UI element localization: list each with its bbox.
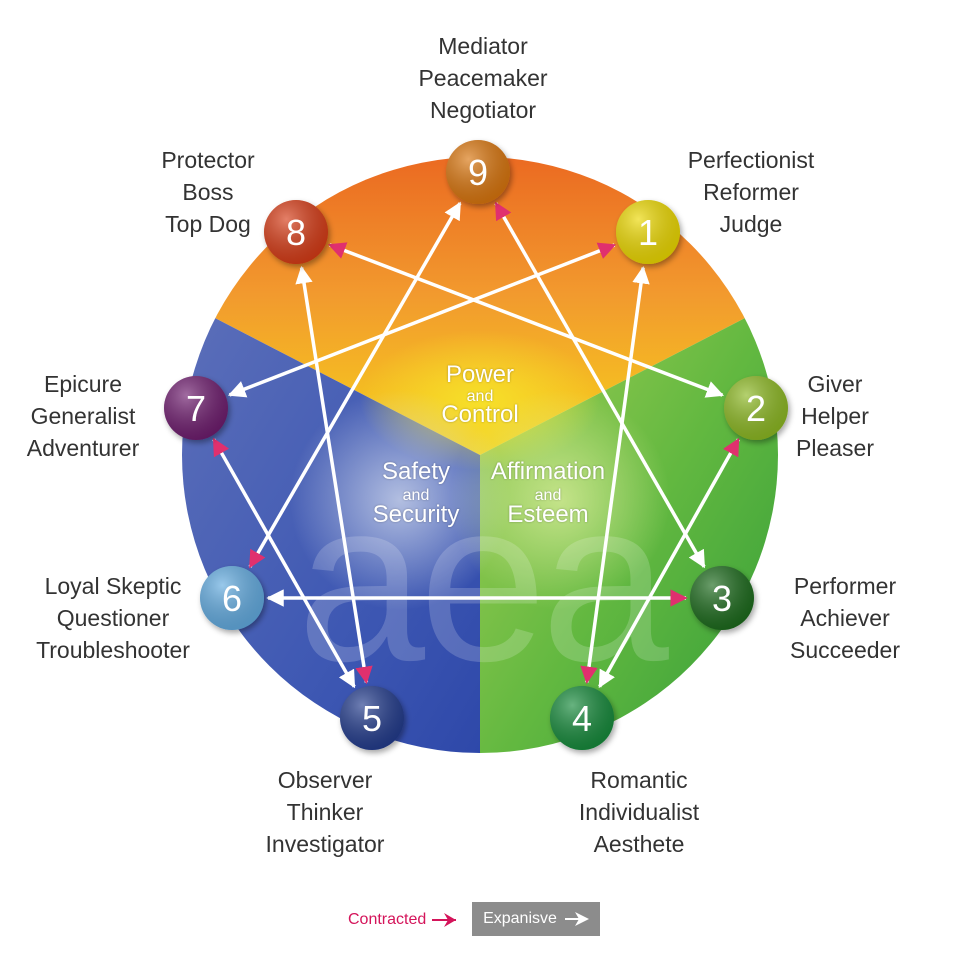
type-label-line: Peacemaker bbox=[418, 65, 548, 91]
center-esteem-line1: Affirmation bbox=[491, 458, 605, 485]
arrow-9-6 bbox=[248, 201, 462, 569]
type-label-line: Reformer bbox=[703, 179, 799, 205]
type-label-line: Negotiator bbox=[429, 97, 537, 123]
type-label-line: Aesthete bbox=[593, 831, 685, 857]
type-label-line: Romantic bbox=[590, 767, 688, 793]
type-label-line: Pleaser bbox=[796, 435, 874, 461]
arrow-3-9 bbox=[494, 201, 706, 569]
type-node-9: 9 bbox=[446, 140, 510, 204]
type-node-number: 7 bbox=[186, 388, 206, 429]
type-label-line: Perfectionist bbox=[687, 147, 815, 173]
type-label-line: Questioner bbox=[56, 605, 170, 631]
type-label-line: Investigator bbox=[265, 831, 385, 857]
type-label-line: Thinker bbox=[286, 799, 364, 825]
type-label-line: Judge bbox=[719, 211, 783, 237]
contracted-arrow-icon bbox=[432, 913, 457, 927]
type-label-line: Giver bbox=[807, 371, 863, 397]
type-node-number: 3 bbox=[712, 578, 732, 619]
type-label-line: Protector bbox=[161, 147, 255, 173]
center-safety-line1: Safety bbox=[382, 458, 450, 485]
legend-expansive: Expanisve bbox=[472, 902, 600, 936]
center-esteem-line2: Esteem bbox=[507, 501, 588, 528]
type-label-line: Troubleshooter bbox=[36, 637, 190, 663]
type-label-line: Generalist bbox=[30, 403, 136, 429]
type-node-number: 4 bbox=[572, 698, 592, 739]
type-node-number: 8 bbox=[286, 212, 306, 253]
type-node-6: 6 bbox=[200, 566, 264, 630]
type-node-number: 5 bbox=[362, 698, 382, 739]
type-label-line: Epicure bbox=[44, 371, 122, 397]
legend-contracted-label: Contracted bbox=[348, 911, 427, 928]
type-node-8: 8 bbox=[264, 200, 328, 264]
type-node-7: 7 bbox=[164, 376, 228, 440]
type-label-line: Performer bbox=[793, 573, 897, 599]
connection-arrows bbox=[212, 201, 740, 689]
type-node-5: 5 bbox=[340, 686, 404, 750]
type-node-number: 1 bbox=[638, 212, 658, 253]
type-node-number: 6 bbox=[222, 578, 242, 619]
type-label-line: Individualist bbox=[578, 799, 700, 825]
type-label-line: Adventurer bbox=[26, 435, 140, 461]
center-power-line1: Power bbox=[446, 361, 514, 388]
type-label-line: Mediator bbox=[438, 33, 528, 59]
type-label-line: Observer bbox=[277, 767, 373, 793]
type-node-number: 9 bbox=[468, 152, 488, 193]
type-node-1: 1 bbox=[616, 200, 680, 264]
center-power-line2: Control bbox=[441, 401, 518, 428]
type-node-2: 2 bbox=[724, 376, 788, 440]
center-safety-line2: Security bbox=[373, 501, 460, 528]
type-node-4: 4 bbox=[550, 686, 614, 750]
type-label-line: Top Dog bbox=[165, 211, 251, 237]
type-label-line: Achiever bbox=[800, 605, 890, 631]
legend-contracted: Contracted bbox=[348, 902, 457, 938]
legend-expansive-label: Expanisve bbox=[483, 910, 557, 927]
type-label-line: Boss bbox=[182, 179, 234, 205]
type-label-line: Succeeder bbox=[790, 637, 900, 663]
type-label-line: Helper bbox=[801, 403, 869, 429]
expansive-arrow-icon bbox=[564, 912, 589, 926]
type-node-number: 2 bbox=[746, 388, 766, 429]
type-label-line: Loyal Skeptic bbox=[44, 573, 182, 599]
type-node-3: 3 bbox=[690, 566, 754, 630]
type-nodes: 1 2 3 4 5 6 7 8 9 bbox=[164, 140, 788, 750]
